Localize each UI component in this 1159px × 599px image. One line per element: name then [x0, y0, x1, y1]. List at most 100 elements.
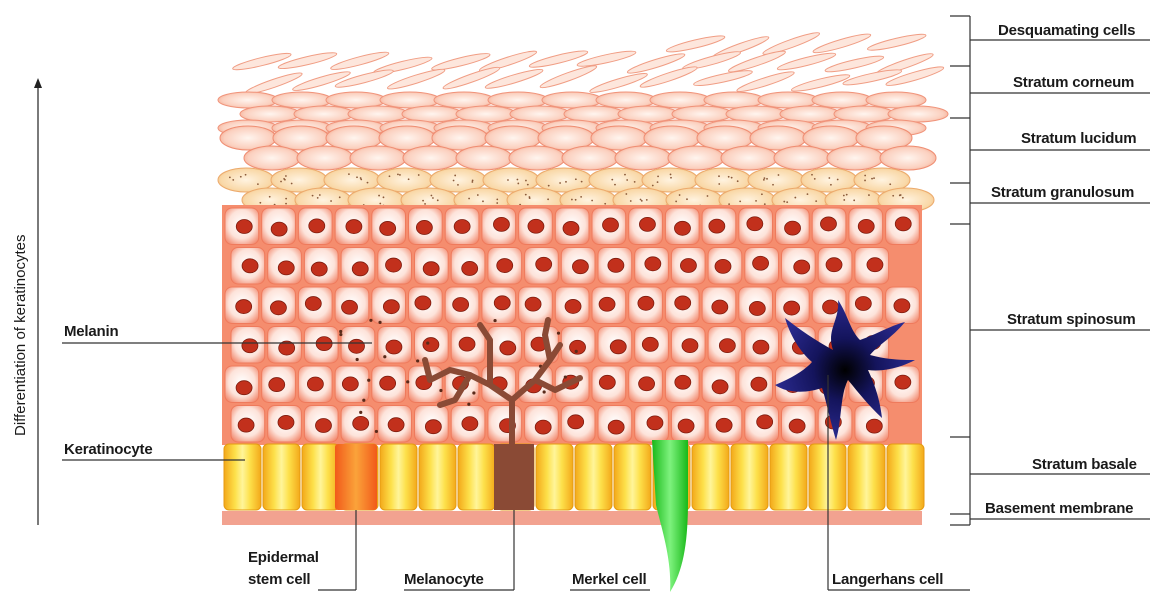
- melanin-granule: [557, 332, 560, 335]
- melanin-granule: [383, 355, 386, 358]
- basal-cell: [380, 444, 417, 510]
- cell-nucleus: [535, 420, 551, 434]
- label-desquamating-cells: Desquamating cells: [998, 21, 1135, 40]
- cell-nucleus: [462, 417, 478, 431]
- basal-cell: [224, 444, 261, 510]
- cell-nucleus: [380, 376, 396, 390]
- cell-nucleus: [494, 296, 510, 310]
- stratum-basale-cells: [224, 444, 924, 510]
- lucidum-cell: [403, 146, 459, 170]
- label-keratinocyte: Keratinocyte: [64, 440, 152, 459]
- cell-nucleus: [278, 415, 294, 429]
- cell-nucleus: [855, 297, 871, 311]
- cell-nucleus: [270, 301, 286, 315]
- lucidum-cell: [297, 146, 353, 170]
- label-stratum-granulosum: Stratum granulosum: [991, 183, 1134, 202]
- cell-nucleus: [238, 418, 254, 432]
- cell-nucleus: [459, 337, 475, 351]
- melanin-granule: [369, 319, 372, 322]
- cell-nucleus: [747, 217, 763, 231]
- cell-nucleus: [462, 261, 478, 275]
- cell-nucleus: [236, 220, 252, 234]
- cell-nucleus: [353, 416, 369, 430]
- cell-nucleus: [675, 375, 691, 389]
- cell-nucleus: [674, 221, 690, 235]
- cell-nucleus: [416, 220, 432, 234]
- cell-nucleus: [315, 419, 331, 433]
- cell-nucleus: [639, 217, 655, 231]
- desquamating-cells: [232, 30, 945, 97]
- melanin-granule: [564, 375, 567, 378]
- cell-nucleus: [749, 301, 765, 315]
- cell-nucleus: [311, 262, 327, 276]
- cell-nucleus: [712, 380, 728, 394]
- desquamating-flake: [791, 72, 851, 94]
- basal-cell: [302, 444, 339, 510]
- cell-nucleus: [500, 341, 516, 355]
- cell-nucleus: [388, 418, 404, 432]
- melanin-granule: [362, 399, 365, 402]
- label-langerhans-cell: Langerhans cell: [832, 570, 943, 589]
- basal-cell: [731, 444, 768, 510]
- cell-nucleus: [453, 298, 469, 312]
- cell-nucleus: [271, 222, 287, 236]
- desquamating-flake: [539, 63, 598, 91]
- cell-nucleus: [568, 415, 584, 429]
- label-melanocyte: Melanocyte: [404, 570, 484, 589]
- cell-nucleus: [536, 257, 552, 271]
- cell-nucleus: [866, 419, 882, 433]
- cell-nucleus: [709, 219, 725, 233]
- cell-nucleus: [784, 301, 800, 315]
- cell-nucleus: [682, 339, 698, 353]
- cell-nucleus: [236, 300, 252, 314]
- desquamating-flake: [867, 31, 927, 53]
- basal-cell: [692, 444, 729, 510]
- cell-nucleus: [647, 416, 663, 430]
- cell-nucleus: [719, 339, 735, 353]
- label-epidermal-stem-cell-line1: Epidermal: [248, 548, 319, 567]
- basal-cell: [263, 444, 300, 510]
- lucidum-cell: [244, 146, 300, 170]
- lucidum-cell: [827, 146, 883, 170]
- cell-nucleus: [757, 415, 773, 429]
- label-stratum-basale: Stratum basale: [1032, 455, 1137, 474]
- basal-cell: [419, 444, 456, 510]
- melanin-granule: [359, 411, 362, 414]
- cell-nucleus: [794, 260, 810, 274]
- label-melanin: Melanin: [64, 322, 118, 341]
- epidermal-stem-cell: [335, 444, 377, 510]
- desquamating-flake: [589, 71, 649, 96]
- melanin-granule: [378, 321, 381, 324]
- cell-nucleus: [751, 377, 767, 391]
- melanin-granule: [467, 403, 470, 406]
- cell-nucleus: [642, 337, 658, 351]
- cell-nucleus: [610, 340, 626, 354]
- cell-nucleus: [383, 300, 399, 314]
- cell-nucleus: [454, 220, 470, 234]
- cell-nucleus: [423, 338, 439, 352]
- cell-nucleus: [346, 220, 362, 234]
- basal-cell: [887, 444, 924, 510]
- melanin-granule: [367, 379, 370, 382]
- cell-nucleus: [572, 260, 588, 274]
- differentiation-axis-label: Differentiation of keratinocytes: [12, 235, 29, 437]
- lucidum-cell: [562, 146, 618, 170]
- layer-bracket-lines: [950, 16, 1150, 525]
- cell-nucleus: [599, 375, 615, 389]
- cell-nucleus: [639, 377, 655, 391]
- label-basement-membrane: Basement membrane: [985, 499, 1133, 518]
- lucidum-cell: [509, 146, 565, 170]
- cell-nucleus: [820, 217, 836, 231]
- basal-cell: [536, 444, 573, 510]
- cell-nucleus: [278, 261, 294, 275]
- melanin-granule: [416, 359, 419, 362]
- melanin-granule: [472, 391, 475, 394]
- cell-nucleus: [858, 219, 874, 233]
- basal-cell: [614, 444, 651, 510]
- melanin-granule: [543, 390, 546, 393]
- melanin-granule: [439, 389, 442, 392]
- cell-nucleus: [305, 297, 321, 311]
- cell-nucleus: [753, 340, 769, 354]
- melanin-granule: [406, 380, 409, 383]
- cell-nucleus: [386, 340, 402, 354]
